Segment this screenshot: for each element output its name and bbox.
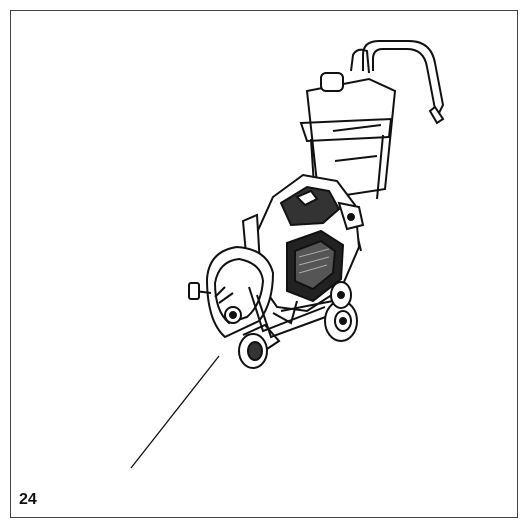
cart-chassis <box>248 286 334 339</box>
figure-number: 24 <box>19 491 37 508</box>
saw-cart-illustration <box>130 40 445 469</box>
handle-bar <box>362 40 445 125</box>
blade-guard <box>188 245 275 339</box>
rear-wheel-upper <box>330 281 352 309</box>
tank-cap <box>320 72 344 92</box>
figure-frame: 24 <box>10 10 518 518</box>
callout-leader-line <box>130 355 220 469</box>
front-wheel <box>238 323 281 369</box>
tank-bracket <box>337 201 365 231</box>
rear-wheel <box>324 300 358 342</box>
